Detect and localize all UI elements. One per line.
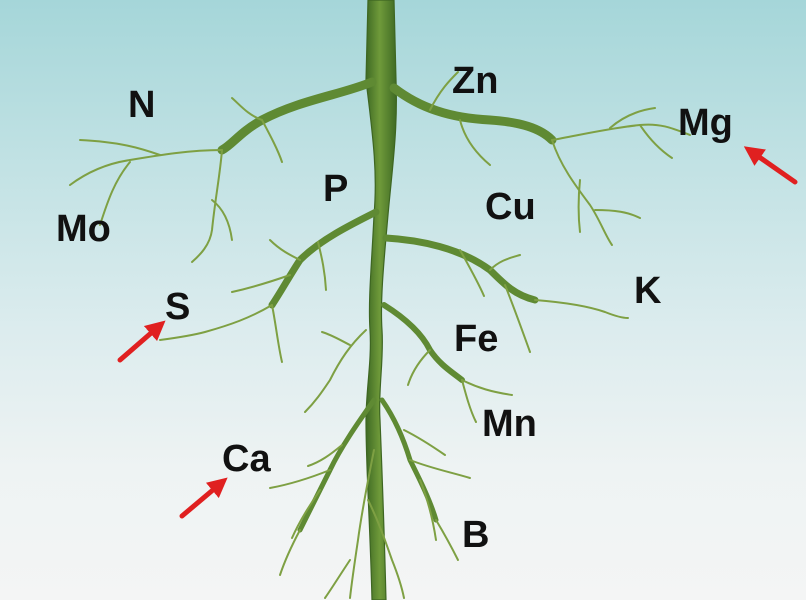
rootlet [436,520,458,560]
arrow-s-icon [120,327,158,360]
rootlet [270,240,300,260]
rootlet [579,180,581,232]
rootlet [462,380,512,395]
label-s: S [165,288,190,326]
rootlet [262,120,282,162]
label-fe: Fe [454,320,498,358]
root-left-upper [222,82,372,150]
rootlet [460,120,490,165]
label-mo: Mo [56,210,111,248]
root-right-lower [384,305,462,380]
rootlet [640,125,672,158]
rootlet [322,332,350,345]
label-ca: Ca [222,440,271,478]
label-cu: Cu [485,188,536,226]
rootlet [535,300,628,318]
arrow-ca-icon [182,484,220,516]
rootlet [595,210,640,218]
rootlet [408,350,430,385]
label-p: P [323,170,348,208]
rootlet [552,125,690,140]
rootlet [404,430,445,455]
rootlet [70,150,222,185]
rootlet [280,530,300,575]
rootlet [272,305,282,362]
label-n: N [128,86,155,124]
label-k: K [634,272,661,310]
rootlet [232,98,262,120]
root-left-middle [272,212,376,305]
label-mg: Mg [678,104,733,142]
rootlet [552,140,612,245]
rootlet [318,242,326,290]
label-zn: Zn [452,62,498,100]
rootlet [325,560,350,598]
arrow-mg-icon [752,152,795,182]
label-mn: Mn [482,405,537,443]
rootlet [490,255,520,270]
rootlet [80,140,160,155]
label-b: B [462,516,489,554]
rootlet [305,330,366,412]
root-right-middle [386,238,535,300]
